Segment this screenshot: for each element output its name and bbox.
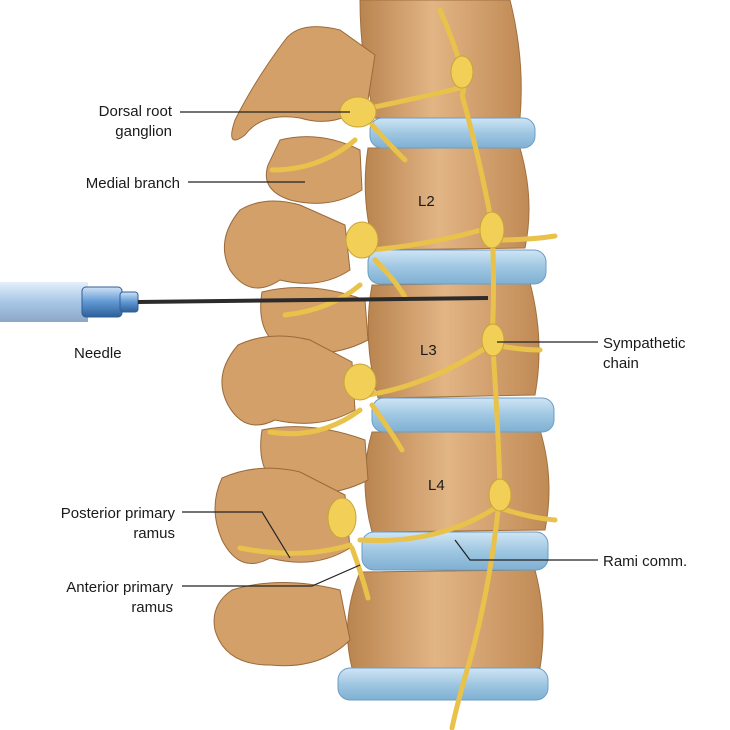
anterior-l1	[369, 122, 408, 163]
label-posterior-primary-ramus-line1: Posterior primary	[60, 505, 175, 522]
vertebra-l5-body	[347, 569, 544, 669]
sympathetic-node-2	[479, 211, 505, 249]
disc-l3-l4	[371, 397, 555, 433]
medial-l4	[237, 542, 353, 556]
leader-posterior-ramus	[182, 511, 291, 559]
label-needle: Needle	[74, 345, 122, 362]
sympathetic-node-1	[450, 55, 474, 89]
needle-syringe	[0, 282, 88, 322]
lamina-l4	[213, 582, 351, 667]
medial-l3	[267, 407, 363, 437]
vertebra-label-l2: L2	[418, 193, 435, 210]
medial-l1	[269, 137, 358, 173]
sympathetic-node-4	[488, 478, 512, 512]
vertebra-label-l4: L4	[428, 477, 445, 494]
needle-hub	[81, 286, 123, 318]
needle-illustration	[0, 282, 489, 322]
vertebral-bodies	[347, 0, 550, 669]
label-sympathetic-chain-line1: Sympathetic	[603, 335, 686, 352]
leader-rami-comm	[454, 539, 598, 561]
facet-l4	[214, 467, 351, 565]
label-anterior-primary-ramus-line1: Anterior primary	[66, 579, 173, 596]
vertebra-label-l3: L3	[420, 342, 437, 359]
label-dorsal-root-ganglion: Dorsal root ganglion	[40, 102, 172, 142]
ganglion-l4	[327, 497, 357, 539]
ramus-l4	[357, 502, 503, 544]
label-dorsal-root-ganglion-line2: ganglion	[115, 123, 172, 140]
leader-lines	[180, 111, 598, 587]
anterior-l4	[349, 545, 371, 601]
facet-l3	[221, 335, 356, 426]
anterior-l3	[369, 402, 405, 453]
vertebra-l2-body	[364, 147, 530, 251]
disc-l4-l5	[361, 531, 549, 571]
needle-shaft	[137, 296, 489, 304]
label-medial-branch: Medial branch	[85, 175, 180, 192]
label-dorsal-root-ganglion-line1: Dorsal root	[98, 103, 172, 120]
disc-l2-l3	[367, 249, 547, 285]
sympathetic-node-3	[481, 323, 505, 357]
ganglia	[327, 55, 512, 539]
leader-anterior-ramus	[182, 564, 361, 587]
disc-l5-s1	[337, 667, 549, 701]
label-sympathetic-chain: Sympathetic chain	[603, 334, 686, 374]
ganglion-l2	[345, 221, 379, 259]
ganglion-l3	[343, 363, 377, 401]
label-rami-comm: Rami comm.	[603, 553, 688, 570]
anterior-l2	[372, 257, 408, 300]
label-anterior-primary-ramus: Anterior primary ramus	[20, 578, 173, 618]
label-posterior-primary-ramus: Posterior primary ramus	[20, 504, 175, 544]
label-anterior-primary-ramus-line2: ramus	[131, 599, 173, 616]
label-sympathetic-chain-line2: chain	[603, 355, 639, 372]
facet-l2	[223, 200, 351, 289]
needle-collar	[119, 291, 139, 313]
disc-l1-l2	[369, 117, 536, 149]
ramus-l2	[367, 225, 491, 253]
label-posterior-primary-ramus-line2: ramus	[133, 525, 175, 542]
medial-l2	[282, 282, 363, 318]
ramus-l3	[365, 342, 493, 398]
